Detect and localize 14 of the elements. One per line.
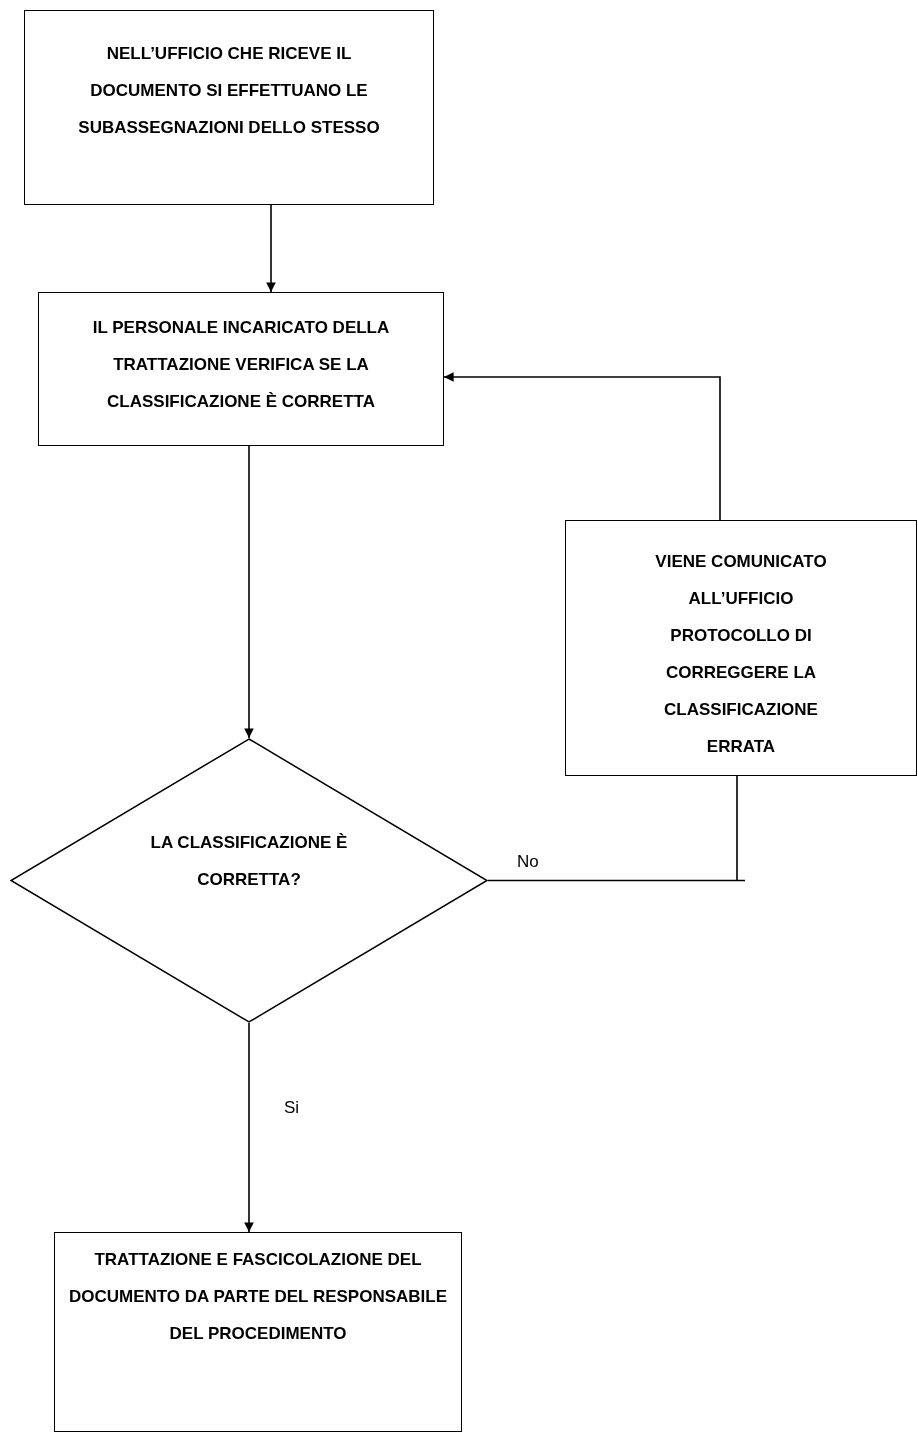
arrow bbox=[244, 445, 254, 739]
node-text: VIENE COMUNICATO ALL’UFFICIO PROTOCOLLO DI CORREGGERE LA CLASSIFICAZIONE ERRATA bbox=[654, 551, 828, 758]
arrow bbox=[443, 372, 721, 521]
process-box bbox=[38, 292, 444, 446]
arrow bbox=[244, 1022, 254, 1233]
node-text: NELL’UFFICIO CHE RICEVE IL DOCUMENTO SI EFFETTUANO LE SUBASSEGNAZIONI DELLO STESSO bbox=[77, 43, 381, 139]
process-box bbox=[54, 1232, 462, 1432]
process-box bbox=[565, 520, 917, 776]
node-text: TRATTAZIONE E FASCICOLAZIONE DEL DOCUMENTO DA PARTE DEL RESPONSABILE DEL PROCEDIMENTO bbox=[68, 1249, 448, 1345]
connector-line bbox=[487, 775, 746, 882]
node-text: LA CLASSIFICAZIONE È CORRETTA? bbox=[149, 831, 349, 891]
arrow bbox=[266, 204, 276, 293]
node-text: IL PERSONALE INCARICATO DELLA TRATTAZIONE VERIFICA SE LA CLASSIFICAZIONE È CORRETTA bbox=[91, 317, 391, 413]
process-box bbox=[24, 10, 434, 205]
